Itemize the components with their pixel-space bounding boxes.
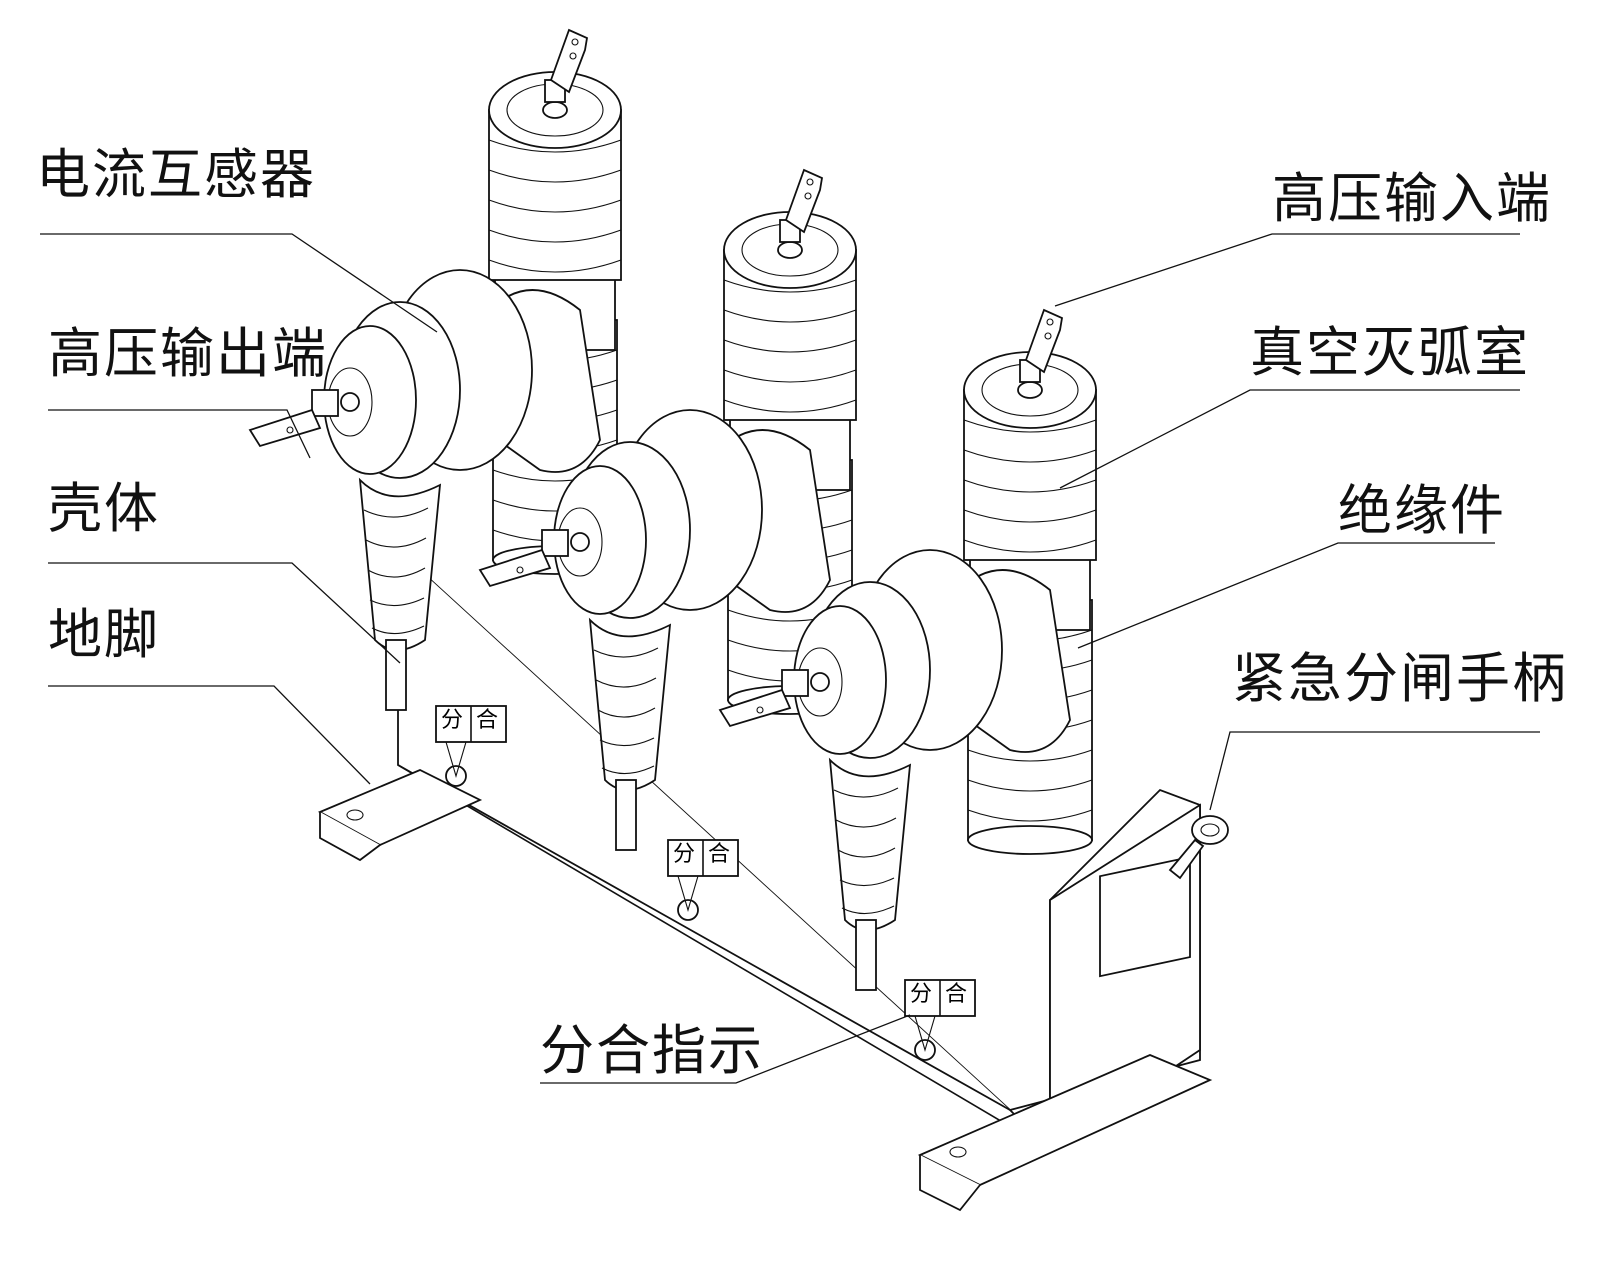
label-hv-input: 高压输入端 (1272, 167, 1552, 230)
indicator-1-close: 合 (476, 708, 499, 733)
indicator-2-open: 分 (673, 842, 696, 867)
label-vacuum-interrupter: 真空灭弧室 (1250, 321, 1530, 384)
indicator-3-close: 合 (945, 982, 968, 1007)
label-hv-output: 高压输出端 (48, 322, 328, 385)
foot-right (917, 1054, 1213, 1212)
label-open-close-indicator: 分合指示 (540, 1019, 764, 1082)
label-housing: 壳体 (48, 477, 160, 540)
leader-lines (40, 233, 1540, 1084)
label-foot: 地脚 (48, 603, 160, 666)
foot-left (317, 769, 483, 862)
indicator-2-close: 合 (708, 842, 731, 867)
label-current-transformer: 电流互感器 (36, 143, 316, 206)
label-emergency-handle: 紧急分闸手柄 (1232, 647, 1568, 710)
indicator-3-open: 分 (910, 982, 933, 1007)
indicator-1-open: 分 (441, 708, 464, 733)
label-insulator: 绝缘件 (1338, 479, 1506, 542)
emergency-handle (1168, 815, 1229, 880)
